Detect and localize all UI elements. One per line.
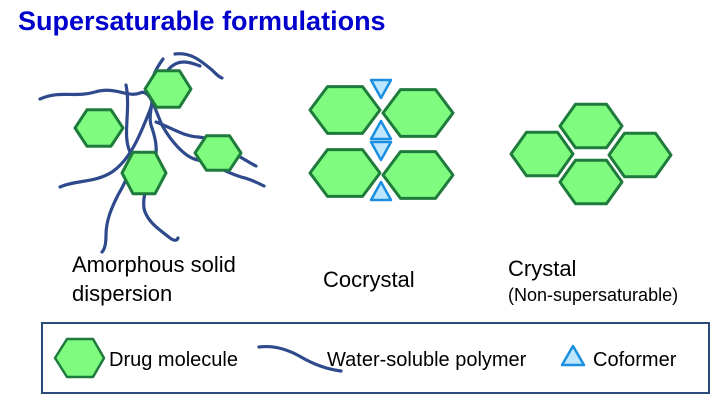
coformer-triangle-2 [369,119,393,141]
triangle-icon [560,344,586,367]
polymer-strand-4 [100,83,133,254]
page-title: Supersaturable formulations [18,6,386,36]
drug-molecule-hexagon-6 [381,88,455,138]
drug-molecule-hexagon-12 [558,158,624,206]
legend-coformer-label: Coformer [593,349,677,371]
legend-icons [53,337,586,379]
drug-molecule-hexagon-2 [73,108,125,148]
drug-molecule-hexagon-4 [193,134,243,172]
legend-box: Drug molecule Water-soluble polymer Cofo… [41,322,710,394]
drug-molecule-hexagon-1 [143,69,193,109]
drug-molecules [73,69,673,206]
drug-molecule-hexagon-7 [308,148,382,198]
hexagon-icon [53,337,106,379]
legend-drug-label: Drug molecule [109,349,238,371]
drug-molecule-hexagon-9 [558,102,624,150]
drug-molecule-hexagon-3 [120,150,168,196]
drug-molecule-hexagon-11 [607,131,673,179]
drug-molecule-hexagon-8 [381,150,455,200]
polymer-strand-2 [58,60,202,189]
coformer-triangle-3 [369,140,393,162]
coformer-triangle-1 [369,78,393,100]
amorphous-label-line2: dispersion [72,281,173,306]
drug-molecule-hexagon-10 [509,130,575,178]
coformer-triangle-4 [369,180,393,202]
cocrystal-label: Cocrystal [323,267,415,292]
legend-polymer-label: Water-soluble polymer [327,349,527,371]
amorphous-label-line1: Amorphous solid [72,252,236,277]
crystal-label: Crystal [508,256,577,281]
coformers [369,78,393,202]
polymer-strand-icon [257,344,343,373]
drug-molecule-hexagon-5 [308,85,382,135]
polymer-strand-6 [173,52,224,80]
crystal-sublabel: (Non-supersaturable) [508,285,679,305]
